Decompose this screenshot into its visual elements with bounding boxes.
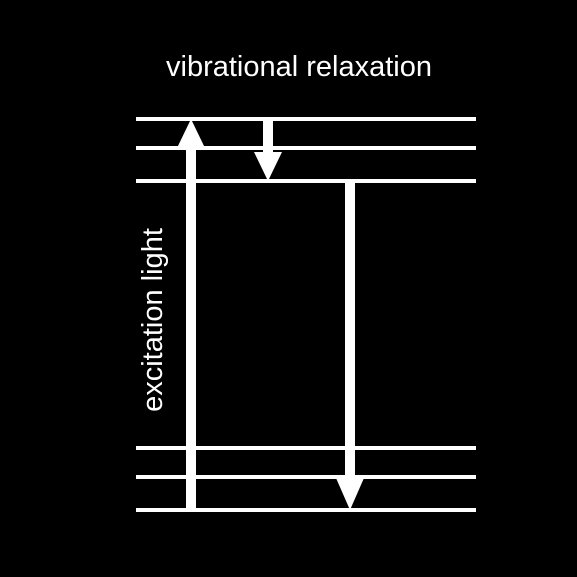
excitation-arrow-head [177,119,205,148]
emission-arrow [336,181,364,510]
vibrational-relaxation-label: vibrational relaxation [166,51,432,83]
vibrational-relaxation-arrow [254,119,282,181]
excitation-light-label: excitation light [137,228,169,412]
emission-arrow-head [336,478,364,510]
relaxation-arrow-head [254,152,282,181]
excitation-arrow [177,119,205,510]
